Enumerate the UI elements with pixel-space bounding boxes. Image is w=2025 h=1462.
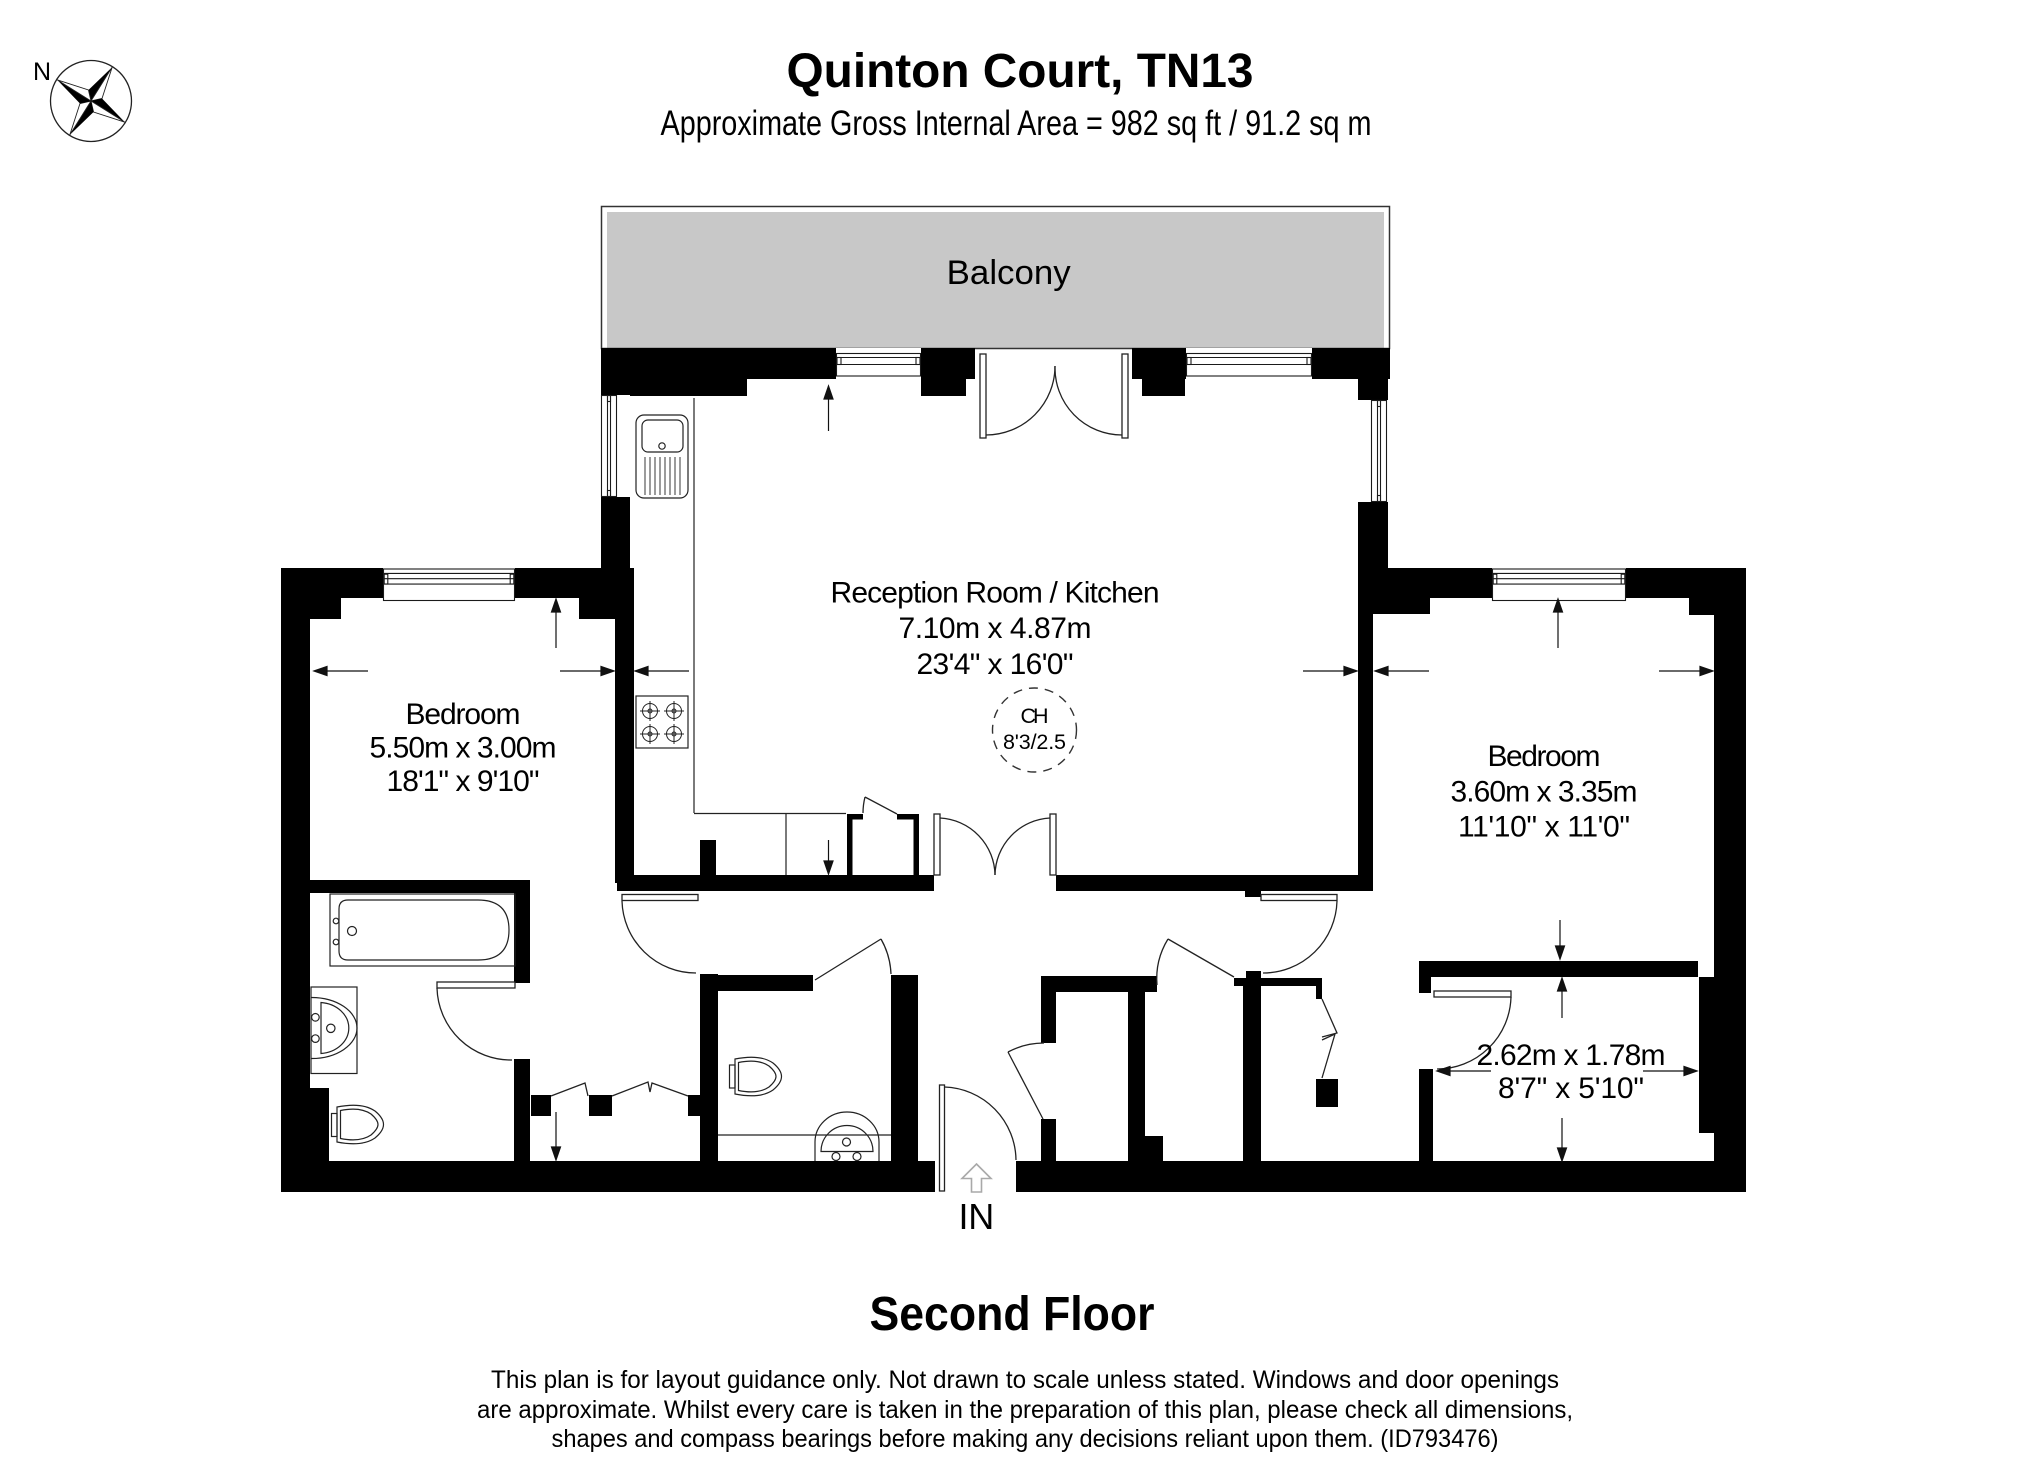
svg-text:Bedroom: Bedroom	[406, 698, 521, 731]
svg-text:I: I	[958, 1196, 968, 1237]
svg-text:Balcony: Balcony	[947, 254, 1071, 292]
svg-text:2.62m x 1.78m: 2.62m x 1.78m	[1477, 1039, 1666, 1072]
svg-text:23'4" x 16'0": 23'4" x 16'0"	[917, 648, 1074, 681]
svg-text:Approximate Gross Internal Are: Approximate Gross Internal Area = 982 sq…	[661, 104, 1372, 143]
svg-text:This plan is for layout guidan: This plan is for layout guidance only. N…	[491, 1366, 1559, 1394]
svg-text:11'10" x 11'0": 11'10" x 11'0"	[1458, 811, 1630, 844]
svg-text:Reception Room / Kitchen: Reception Room / Kitchen	[831, 577, 1160, 610]
svg-text:18'1" x 9'10": 18'1" x 9'10"	[387, 765, 540, 798]
svg-text:8'7" x 5'10": 8'7" x 5'10"	[1498, 1072, 1644, 1105]
svg-text:5.50m x 3.00m: 5.50m x 3.00m	[370, 732, 557, 765]
svg-text:Second Floor: Second Floor	[870, 1288, 1155, 1341]
svg-text:N: N	[968, 1196, 994, 1237]
svg-text:are approximate. Whilst every: are approximate. Whilst every care is ta…	[477, 1396, 1573, 1424]
svg-text:3.60m x 3.35m: 3.60m x 3.35m	[1451, 776, 1638, 809]
svg-text:Quinton Court, TN13: Quinton Court, TN13	[787, 45, 1254, 98]
svg-text:Bedroom: Bedroom	[1488, 740, 1601, 773]
svg-text:7.10m x 4.87m: 7.10m x 4.87m	[899, 612, 1092, 645]
svg-text:N: N	[33, 58, 51, 86]
svg-text:CH: CH	[1021, 704, 1049, 728]
svg-text:8'3/2.5: 8'3/2.5	[1003, 730, 1066, 754]
svg-text:shapes and compass bearings be: shapes and compass bearings before makin…	[552, 1425, 1499, 1453]
